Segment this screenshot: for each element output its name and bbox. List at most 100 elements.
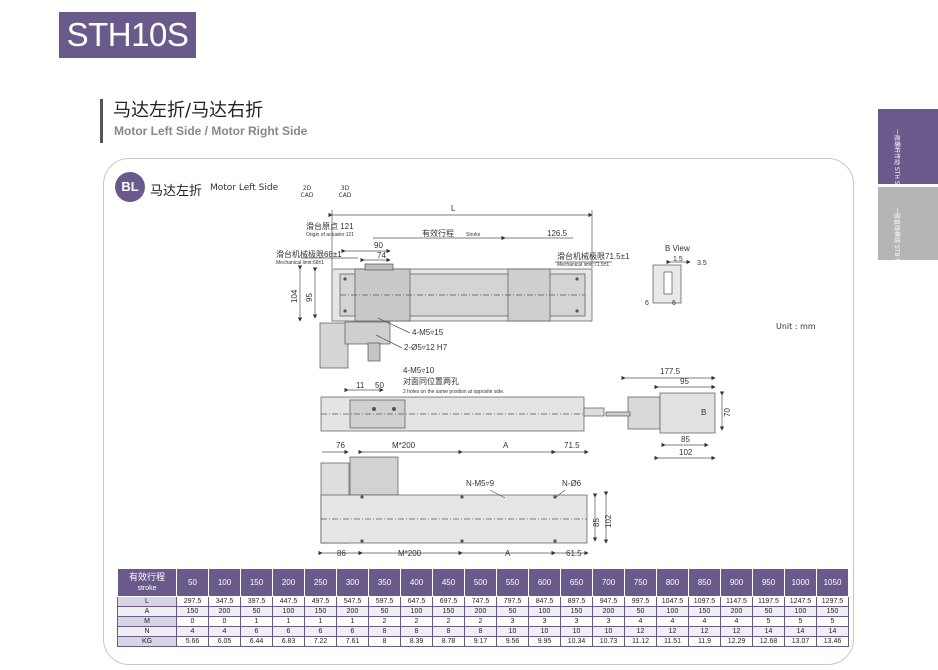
table-cell: 50 xyxy=(240,606,273,617)
table-cell: 5 xyxy=(784,616,817,627)
table-cell: 1 xyxy=(304,616,337,627)
dim-m200-bottom: M*200 xyxy=(398,549,422,558)
table-cell: 6 xyxy=(240,626,273,637)
dim-102-bottom: 102 xyxy=(604,514,613,528)
table-cell: 50 xyxy=(752,606,785,617)
table-cell: 8 xyxy=(464,626,497,637)
bl-badge: BL xyxy=(115,172,145,202)
table-header-stroke-value: 450 xyxy=(432,568,465,597)
table-cell: 14 xyxy=(784,626,817,637)
table-cell: 100 xyxy=(272,606,305,617)
table-cell: 2 xyxy=(400,616,433,627)
dim-74: 74 xyxy=(377,251,386,260)
table-cell: 6.83 xyxy=(272,636,305,647)
side-tab-sth[interactable]: 一般螺杆传动 STH Series xyxy=(878,109,938,199)
dim-76: 76 xyxy=(336,441,345,450)
opp-holes-cn: 对面同位置两孔 xyxy=(403,376,459,386)
table-cell: 7.61 xyxy=(336,636,369,647)
table-header-stroke-value: 250 xyxy=(304,568,337,597)
table-cell: 1047.5 xyxy=(656,596,689,607)
b-view-label: B View xyxy=(665,244,690,253)
header-stroke-cn: 有效行程 xyxy=(128,571,165,582)
side-tab-stb[interactable]: 一般直线模组 STB·M xyxy=(878,187,938,264)
table-cell: 3 xyxy=(528,616,561,627)
dim-95: 95 xyxy=(305,293,314,302)
table-cell: 100 xyxy=(656,606,689,617)
dim-95b: 95 xyxy=(680,377,689,386)
table-cell: 4 xyxy=(208,626,241,637)
table-cell: 100 xyxy=(528,606,561,617)
table-cell: 547.5 xyxy=(336,596,369,607)
table-cell: 897.5 xyxy=(560,596,593,607)
table-header-stroke-value: 950 xyxy=(752,568,785,597)
cad-3d-link[interactable]: 3D CAD xyxy=(338,185,352,199)
table-cell: 150 xyxy=(816,606,849,617)
mech-limit-left-cn: 滑台机械极限68±1 xyxy=(276,249,342,259)
origin-label-en: Origin of actuator:121 xyxy=(306,232,354,238)
table-cell: 150 xyxy=(304,606,337,617)
table-cell: 10 xyxy=(560,626,593,637)
table-cell: 8 xyxy=(432,626,465,637)
mech-limit-left-en: Mechanical limit:68±1 xyxy=(276,260,324,266)
table-cell: 647.5 xyxy=(400,596,433,607)
dim-71-5: 71.5 xyxy=(564,441,580,450)
table-cell: 4 xyxy=(688,616,721,627)
table-cell: 9.17 xyxy=(464,636,497,647)
table-cell: 947.5 xyxy=(592,596,625,607)
table-cell: 150 xyxy=(560,606,593,617)
table-cell: 8 xyxy=(368,626,401,637)
opp-holes-en: 2 holes on the same position at opposite… xyxy=(403,389,504,395)
table-cell: 12 xyxy=(656,626,689,637)
table-cell: 0 xyxy=(176,616,209,627)
table-cell: 13.46 xyxy=(816,636,849,647)
dim-6b: 6 xyxy=(672,300,676,307)
table-cell: 997.5 xyxy=(624,596,657,607)
table-cell: 747.5 xyxy=(464,596,497,607)
table-cell: 150 xyxy=(688,606,721,617)
table-cell: 150 xyxy=(432,606,465,617)
table-cell: 1297.5 xyxy=(816,596,849,607)
table-cell: 11.51 xyxy=(656,636,689,647)
dim-85-bottom: 85 xyxy=(592,518,601,527)
table-cell: 200 xyxy=(464,606,497,617)
table-header-stroke-value: 900 xyxy=(720,568,753,597)
table-cell: 447.5 xyxy=(272,596,305,607)
section-title-cn: 马达左折/马达右折 xyxy=(113,100,264,121)
table-cell: 200 xyxy=(336,606,369,617)
dim-85: 85 xyxy=(681,435,690,444)
table-cell: 6.05 xyxy=(208,636,241,647)
table-header-stroke-value: 300 xyxy=(336,568,369,597)
table-cell: 8 xyxy=(368,636,401,647)
dim-A-bottom: A xyxy=(505,549,511,558)
table-row-label: M xyxy=(117,616,177,627)
table-row-label: A xyxy=(117,606,177,617)
table-header-stroke-value: 400 xyxy=(400,568,433,597)
bl-title-en: Motor Left Side xyxy=(210,183,279,193)
cad-2d-link[interactable]: 2D CAD xyxy=(300,185,314,199)
dim-50: 50 xyxy=(375,381,384,390)
dim-3-5: 3.5 xyxy=(697,260,707,267)
table-cell: 14 xyxy=(816,626,849,637)
section-marker xyxy=(100,99,103,143)
bl-title-cn: 马达左折 xyxy=(150,184,203,199)
origin-label-cn: 滑台原点 121 xyxy=(306,221,354,231)
dim-m200-top: M*200 xyxy=(392,441,416,450)
table-cell: 5 xyxy=(816,616,849,627)
table-cell: 8.78 xyxy=(432,636,465,647)
table-cell: 3 xyxy=(560,616,593,627)
table-cell: 11.9 xyxy=(688,636,721,647)
dim-A-top: A xyxy=(503,441,509,450)
table-cell: 150 xyxy=(176,606,209,617)
table-cell: 347.5 xyxy=(208,596,241,607)
model-title: STH10S xyxy=(59,12,196,58)
table-cell: 847.5 xyxy=(528,596,561,607)
table-header-stroke-value: 850 xyxy=(688,568,721,597)
table-cell: 3 xyxy=(496,616,529,627)
table-cell: 4 xyxy=(656,616,689,627)
dim-126-5: 126.5 xyxy=(547,229,568,238)
table-cell: 2 xyxy=(368,616,401,627)
dim-1-5: 1.5 xyxy=(673,256,683,263)
table-cell: 7.22 xyxy=(304,636,337,647)
